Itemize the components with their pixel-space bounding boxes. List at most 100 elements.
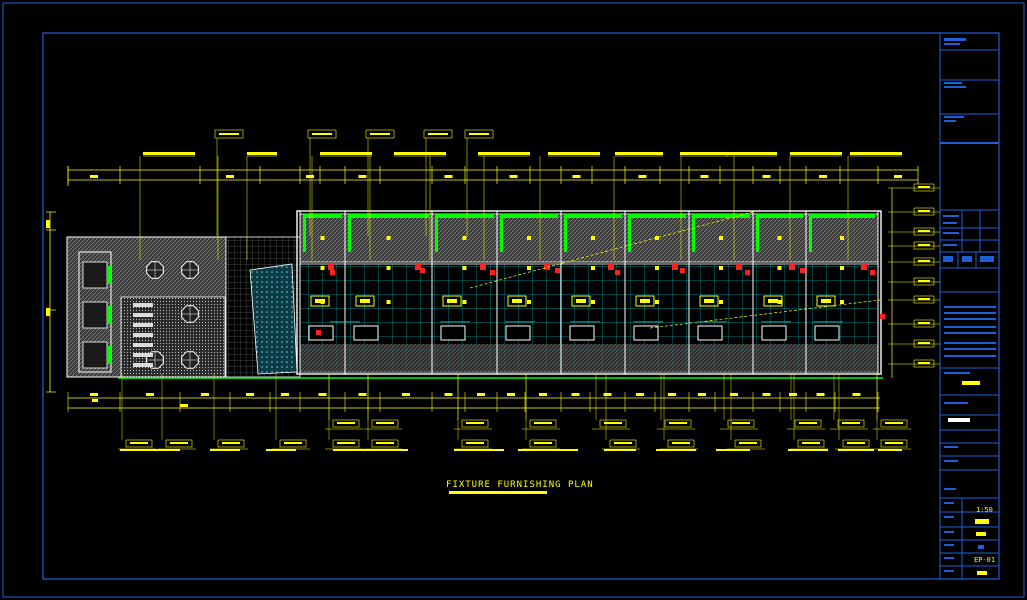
light-fixture	[462, 266, 467, 270]
light-fixture	[777, 266, 782, 270]
light-fixture	[386, 236, 391, 240]
window-frame	[348, 214, 429, 218]
upper-zone	[299, 213, 879, 263]
bed	[697, 325, 723, 341]
callout-tag	[529, 419, 557, 428]
callout-text	[130, 442, 148, 444]
window-frame	[435, 214, 494, 218]
callout-tag	[913, 295, 935, 304]
callout-tag	[734, 439, 762, 448]
label-block	[656, 449, 696, 451]
callout-tag	[461, 439, 489, 448]
light-fixture	[462, 236, 467, 240]
sheet-number: EP-01	[974, 556, 996, 564]
callout-tag	[464, 129, 494, 139]
fixture-marker	[745, 270, 750, 275]
label-block	[548, 152, 600, 155]
callout-text	[337, 422, 355, 424]
window-frame	[564, 214, 622, 218]
stepping-stone	[133, 303, 153, 307]
dimension-value	[698, 393, 706, 396]
label-block	[210, 449, 240, 451]
callout-tag	[332, 419, 360, 428]
floor-plan	[66, 210, 883, 379]
callout-tag	[599, 419, 627, 428]
dimension-value	[700, 175, 709, 178]
light-fixture	[777, 236, 782, 240]
label-block	[790, 152, 842, 155]
callout-text	[604, 422, 622, 424]
dimension-value	[819, 175, 827, 178]
light-fixture	[719, 236, 723, 240]
callout-text	[918, 244, 930, 246]
callout-text	[918, 210, 930, 212]
window-frame	[303, 214, 342, 218]
building-outline	[296, 210, 882, 375]
callout-text	[739, 442, 757, 444]
window-jamb	[756, 218, 759, 252]
stepping-stone	[133, 363, 153, 367]
label-block	[320, 152, 372, 155]
light-fixture	[655, 300, 659, 304]
callout-text	[842, 422, 860, 424]
callout-tag	[365, 129, 395, 139]
bench-back	[107, 346, 111, 364]
light-fixture	[655, 266, 659, 270]
callout-text	[802, 442, 820, 444]
callout-tag	[125, 439, 153, 448]
fixture-marker	[415, 264, 421, 270]
fixture-marker	[316, 330, 321, 335]
callout-text	[534, 442, 552, 444]
light-fixture	[386, 300, 391, 304]
dimension-value	[636, 393, 644, 396]
window-jamb	[628, 218, 631, 252]
dimension-value	[852, 393, 861, 396]
dimension-value	[603, 393, 612, 396]
label-block	[394, 152, 446, 155]
callout-text	[466, 442, 484, 444]
label-block	[266, 449, 296, 451]
stepping-stone	[133, 353, 153, 357]
callout-tag	[913, 339, 935, 348]
callout-tag	[279, 439, 307, 448]
fixture-marker	[330, 270, 335, 275]
callout-text	[918, 298, 930, 300]
label-block	[788, 449, 828, 451]
dimension-value	[572, 175, 581, 178]
label-block	[478, 152, 530, 155]
window-jamb	[303, 218, 306, 252]
callout-tag	[214, 129, 244, 139]
label-block	[838, 449, 874, 451]
dimension-value	[539, 393, 547, 396]
dimension-value	[730, 393, 738, 396]
label-block	[518, 449, 578, 451]
title-block	[939, 33, 999, 579]
scale-label: 1:50	[976, 506, 993, 514]
callout-tag	[842, 439, 870, 448]
label-block	[604, 449, 636, 451]
bench	[82, 341, 108, 369]
furniture	[816, 295, 836, 307]
furniture-fill	[640, 299, 650, 303]
label-block	[850, 152, 902, 155]
fixture-marker	[680, 268, 685, 273]
callout-tag	[664, 419, 692, 428]
callout-text	[918, 322, 930, 324]
callout-text	[337, 442, 355, 444]
callout-tag	[913, 227, 935, 236]
window-jamb	[564, 218, 567, 252]
stepping-stone	[133, 343, 153, 347]
fixture-marker	[800, 268, 805, 273]
fixture-marker	[789, 264, 795, 270]
callout-tag	[913, 207, 935, 216]
callout-tag	[913, 319, 935, 328]
light-fixture	[462, 300, 467, 304]
callout-text	[885, 422, 903, 424]
callout-text	[219, 133, 239, 135]
inner-frame	[42, 32, 1000, 580]
light-fixture	[840, 300, 844, 304]
furniture-fill	[512, 299, 522, 303]
furniture-fill	[768, 299, 778, 303]
